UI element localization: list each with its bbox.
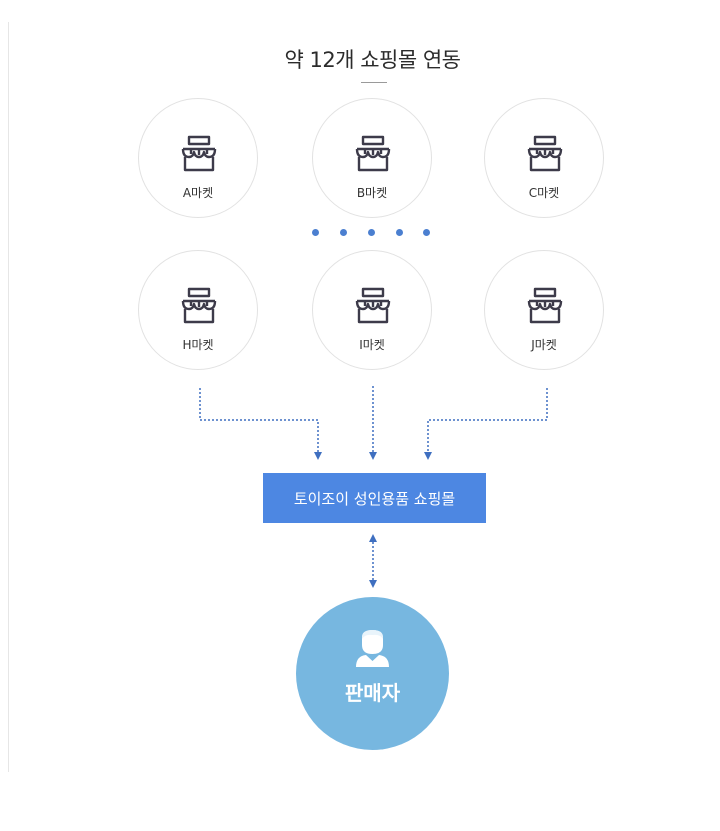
dot [396, 229, 403, 236]
store-icon [181, 287, 217, 324]
dot [312, 229, 319, 236]
market-label: C마켓 [528, 186, 560, 200]
dot [340, 229, 347, 236]
person-icon [356, 630, 389, 667]
market-h: H마켓 [138, 250, 258, 370]
market-label: H마켓 [182, 338, 214, 352]
left-divider [8, 22, 9, 772]
arrow-head-icon [314, 452, 322, 460]
page-title: 약 12개 쇼핑몰 연동 [284, 48, 462, 72]
arrow-head-icon [369, 452, 377, 460]
market-label: I마켓 [359, 338, 385, 352]
store-icon [355, 135, 391, 172]
arrow-head-icon [369, 534, 377, 542]
market-i: I마켓 [312, 250, 432, 370]
dot [423, 229, 430, 236]
seller-label: 판매자 [344, 681, 401, 705]
store-icon [355, 287, 391, 324]
store-icon [181, 135, 217, 172]
market-c: C마켓 [484, 98, 604, 218]
market-a: A마켓 [138, 98, 258, 218]
title-underline [361, 82, 387, 83]
connector-left [199, 388, 319, 452]
market-label: A마켓 [182, 186, 214, 200]
dot [368, 229, 375, 236]
shopping-mall-box: 토이조이 성인용품 쇼핑몰 [263, 473, 486, 523]
market-label: B마켓 [356, 186, 388, 200]
store-icon [527, 287, 563, 324]
store-icon [527, 135, 563, 172]
arrow-head-icon [424, 452, 432, 460]
market-b: B마켓 [312, 98, 432, 218]
market-j: J마켓 [484, 250, 604, 370]
arrow-head-icon [369, 580, 377, 588]
market-label: J마켓 [531, 338, 557, 352]
connector-right [427, 388, 548, 452]
seller-circle: 판매자 [296, 597, 449, 750]
